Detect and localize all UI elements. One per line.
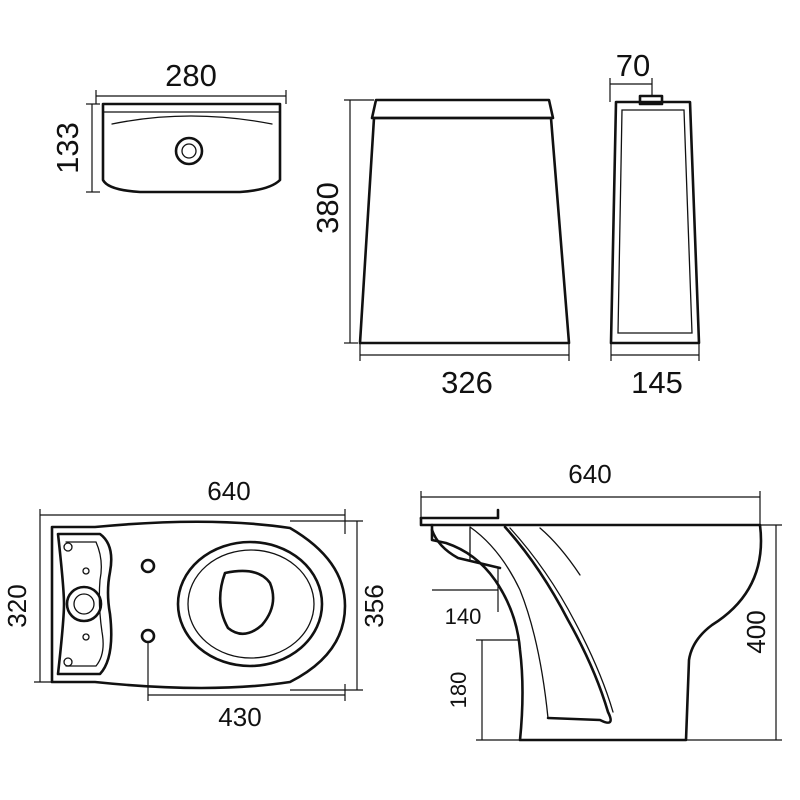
dim-tank-side-top: 70 (616, 48, 650, 83)
dim-bowl-top-bolt-span: 430 (218, 702, 261, 732)
dim-bowl-top-width-left: 320 (2, 584, 32, 627)
dim-bowl-top-length: 640 (207, 476, 250, 506)
outlet-hole-icon (65, 585, 103, 623)
tank-side-view: 70 145 (609, 48, 701, 400)
tank-front-view: 380 326 (310, 98, 571, 400)
bolt-hole-icon (140, 628, 156, 644)
dim-tank-top-width: 280 (165, 58, 217, 93)
dim-bowl-side-outlet-height: 140 (445, 604, 482, 629)
dim-bowl-top-width-right: 356 (359, 584, 389, 627)
bolt-hole-icon (140, 558, 156, 574)
dim-tank-side-width: 145 (631, 365, 683, 400)
dim-bowl-side-length: 640 (568, 459, 611, 489)
tank-top-view: 280 133 (50, 58, 287, 194)
bowl-side-view: 640 400 140 180 (419, 459, 782, 742)
flush-button-icon (174, 136, 204, 166)
dim-bowl-side-floor-height: 180 (446, 672, 471, 709)
dim-bowl-side-height: 400 (741, 610, 771, 653)
dim-tank-front-width: 326 (441, 365, 493, 400)
dim-tank-top-depth: 133 (50, 122, 85, 174)
dim-tank-front-height: 380 (310, 182, 345, 234)
bowl-top-view: 640 320 356 430 (2, 476, 389, 732)
